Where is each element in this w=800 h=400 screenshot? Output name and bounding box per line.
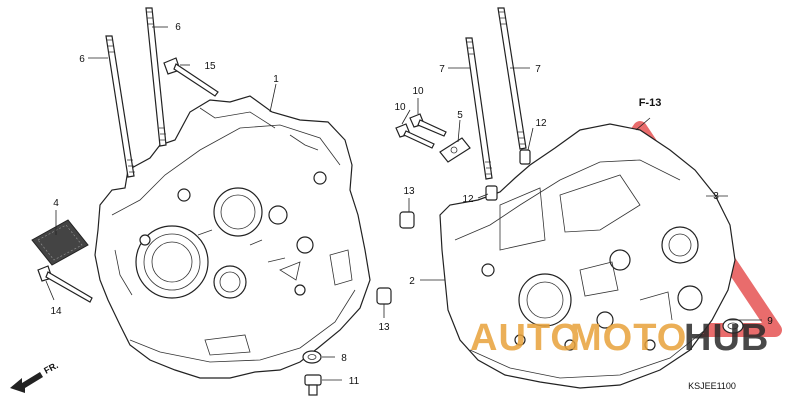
washer-part-8 (302, 350, 322, 364)
right-crankcase (439, 123, 736, 389)
bracket-part-5 (439, 137, 471, 163)
callout-6b: 6 (175, 22, 181, 33)
watermark-word-hub: HUB (684, 317, 769, 359)
drain-plug-part-11 (304, 374, 322, 396)
bolt-part-14 (37, 265, 93, 303)
bolt-part-15 (163, 57, 219, 97)
callout-10b: 10 (394, 102, 406, 113)
callout-1: 1 (273, 74, 279, 85)
callout-3: 3 (713, 191, 719, 202)
callout-4: 4 (53, 198, 59, 209)
callout-6a: 6 (79, 54, 85, 65)
callout-13a: 13 (403, 186, 415, 197)
callout-14: 14 (50, 306, 62, 317)
callout-11: 11 (349, 376, 360, 387)
callout-13b: 13 (378, 322, 390, 333)
bolts-part-10 (395, 113, 447, 149)
leader-lines (45, 26, 762, 381)
oil-screen-part-4 (31, 219, 89, 266)
watermark-word-moto: MOTO (570, 317, 687, 359)
watermark-word-auto: AUTO (470, 317, 581, 359)
section-ref-label: F-13 (639, 97, 662, 109)
stud-bolts-left (105, 7, 167, 178)
callout-10a: 10 (412, 86, 424, 97)
reference-code: KSJEE1100 (688, 381, 736, 391)
callout-labels: 1 2 3 4 5 6 6 7 7 8 9 10 10 11 12 12 13 … (50, 22, 773, 387)
dowel-ring-part-9 (722, 318, 744, 334)
callout-15: 15 (204, 61, 216, 72)
watermark-text: AUTO MOTO HUB (470, 317, 769, 359)
front-arrow: FR. (10, 360, 60, 393)
callout-12b: 12 (462, 194, 474, 205)
callout-7b: 7 (535, 64, 541, 75)
callout-2: 2 (409, 276, 415, 287)
front-arrow-label: FR. (42, 360, 59, 376)
callout-5: 5 (457, 110, 463, 121)
callout-8: 8 (341, 353, 347, 364)
left-crankcase (94, 95, 371, 379)
callout-12a: 12 (535, 118, 547, 129)
callout-7a: 7 (439, 64, 445, 75)
callout-9: 9 (767, 316, 773, 327)
stud-bolts-right (465, 7, 527, 180)
